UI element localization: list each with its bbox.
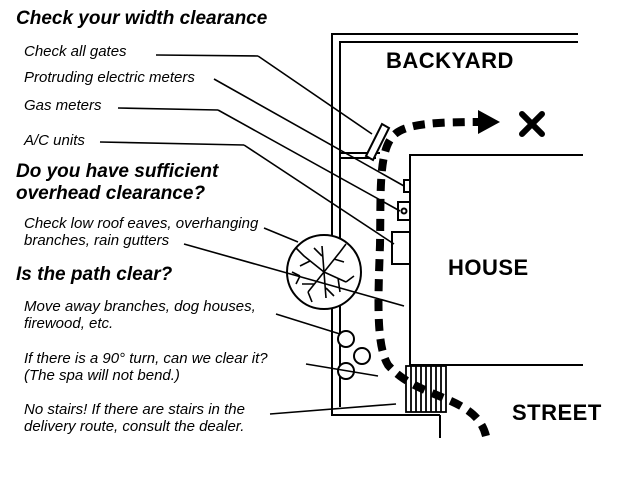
label-backyard: BACKYARD [386, 48, 514, 73]
property-wall [331, 33, 578, 438]
destination-x-icon [519, 111, 545, 137]
heading-width-clearance: Check your width clearance [16, 8, 268, 29]
label-stairs-line1: No stairs! If there are stairs in the [24, 401, 245, 418]
gate [340, 122, 391, 162]
heading-overhead-line2: overhead clearance? [16, 183, 206, 204]
label-check-gates: Check all gates [24, 43, 127, 60]
stairs [405, 365, 447, 413]
electric-meter [403, 179, 411, 193]
label-house: HOUSE [448, 255, 529, 280]
label-ac-units: A/C units [24, 132, 85, 149]
label-move-line2: firewood, etc. [24, 315, 114, 332]
label-stairs-line2: delivery route, consult the dealer. [24, 418, 245, 435]
ac-unit [391, 231, 411, 265]
route-arrow-head [478, 110, 500, 134]
label-electric-meters: Protruding electric meters [24, 69, 195, 86]
label-turn-line2: (The spa will not bend.) [24, 367, 180, 384]
leader-lines [99, 54, 405, 415]
tree [286, 234, 362, 310]
label-eaves-line2: branches, rain gutters [24, 232, 170, 249]
label-gas-meters: Gas meters [24, 97, 102, 114]
gas-meter [397, 201, 411, 221]
heading-path-clear: Is the path clear? [16, 264, 173, 285]
label-turn-line1: If there is a 90° turn, can we clear it? [24, 350, 268, 367]
heading-overhead-line1: Do you have sufficient [16, 161, 219, 182]
delivery-route-path [374, 118, 490, 438]
label-move-line1: Move away branches, dog houses, [24, 298, 256, 315]
label-street: STREET [512, 400, 602, 425]
label-eaves-line1: Check low roof eaves, overhanging [24, 215, 259, 232]
